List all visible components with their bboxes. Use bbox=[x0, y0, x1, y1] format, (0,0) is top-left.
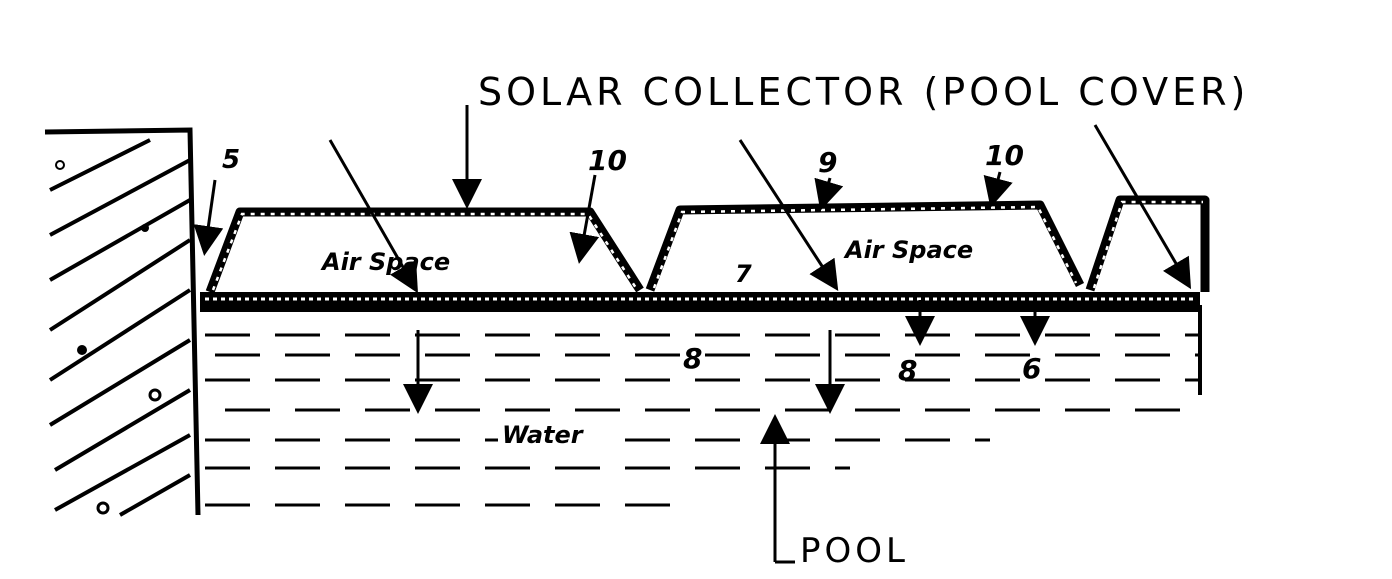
diagram-title: SOLAR COLLECTOR (POOL COVER) bbox=[478, 70, 1249, 114]
air-space-label-1: Air Space bbox=[320, 248, 450, 276]
pool-wall bbox=[45, 130, 198, 515]
air-space-label-2: Air Space bbox=[843, 236, 973, 264]
ref-6: 6 bbox=[1022, 352, 1041, 385]
water-lines bbox=[205, 335, 1200, 505]
air-chambers bbox=[210, 200, 1205, 292]
ref-7: 7 bbox=[735, 260, 752, 288]
ref-8b: 8 bbox=[898, 354, 917, 387]
ref-8a: 8 bbox=[683, 342, 702, 375]
cover-base-layer bbox=[200, 292, 1200, 312]
water-label: Water bbox=[502, 421, 585, 449]
ref-9: 9 bbox=[818, 146, 837, 179]
ref-5: 5 bbox=[222, 145, 240, 175]
ref-10b: 10 bbox=[985, 139, 1024, 172]
ref-10a: 10 bbox=[588, 144, 627, 177]
pool-label: POOL bbox=[800, 531, 909, 571]
